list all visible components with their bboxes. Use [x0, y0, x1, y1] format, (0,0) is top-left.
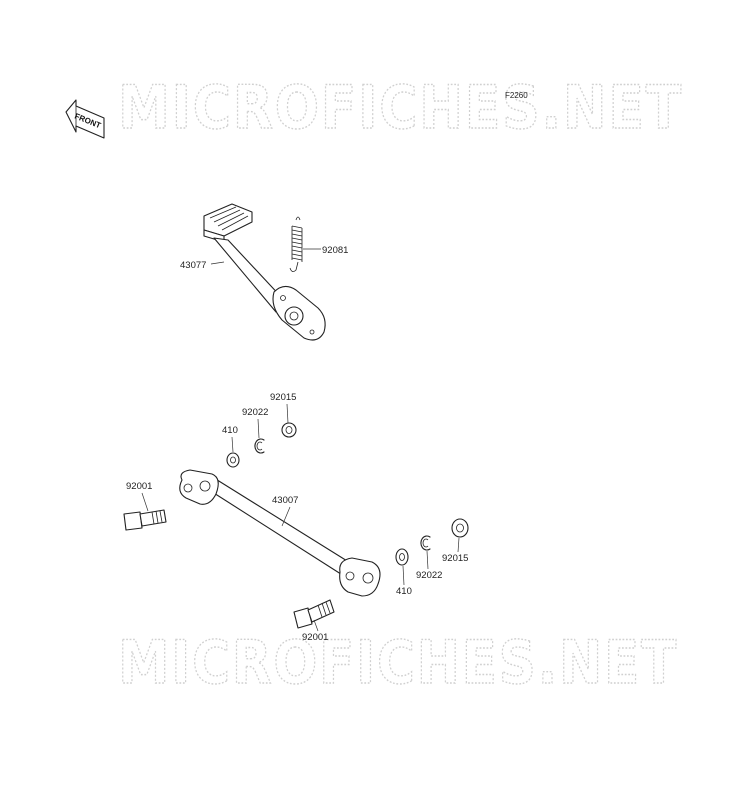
label-43007: 43007: [272, 495, 298, 506]
brake-pedal: [203, 203, 326, 341]
bolt-bottom: [293, 599, 335, 629]
washer-upper: [226, 452, 240, 468]
label-92022-lower: 92022: [416, 570, 442, 581]
label-92001-left: 92001: [126, 481, 152, 492]
washer-lower: [395, 548, 409, 566]
snap-ring-lower: [420, 535, 431, 551]
collar-lower: [451, 518, 469, 538]
label-410-upper: 410: [222, 425, 238, 436]
label-92081: 92081: [322, 245, 348, 256]
label-92015-upper: 92015: [270, 392, 296, 403]
bolt-left: [123, 509, 167, 531]
snap-ring-upper: [254, 438, 265, 454]
watermark-top: MICROFICHES.NET: [118, 73, 683, 143]
brake-rod: [179, 469, 381, 597]
label-92022-upper: 92022: [242, 407, 268, 418]
return-spring: [289, 216, 303, 272]
watermark-bottom: MICROFICHES.NET: [118, 628, 678, 698]
diagram-code: F2260: [505, 91, 528, 100]
collar-upper: [281, 422, 297, 438]
front-arrow-icon: FRONT: [65, 99, 105, 139]
label-43077: 43077: [180, 260, 206, 271]
label-92015-lower: 92015: [442, 553, 468, 564]
label-92001-bottom: 92001: [302, 632, 328, 643]
label-410-lower: 410: [396, 586, 412, 597]
